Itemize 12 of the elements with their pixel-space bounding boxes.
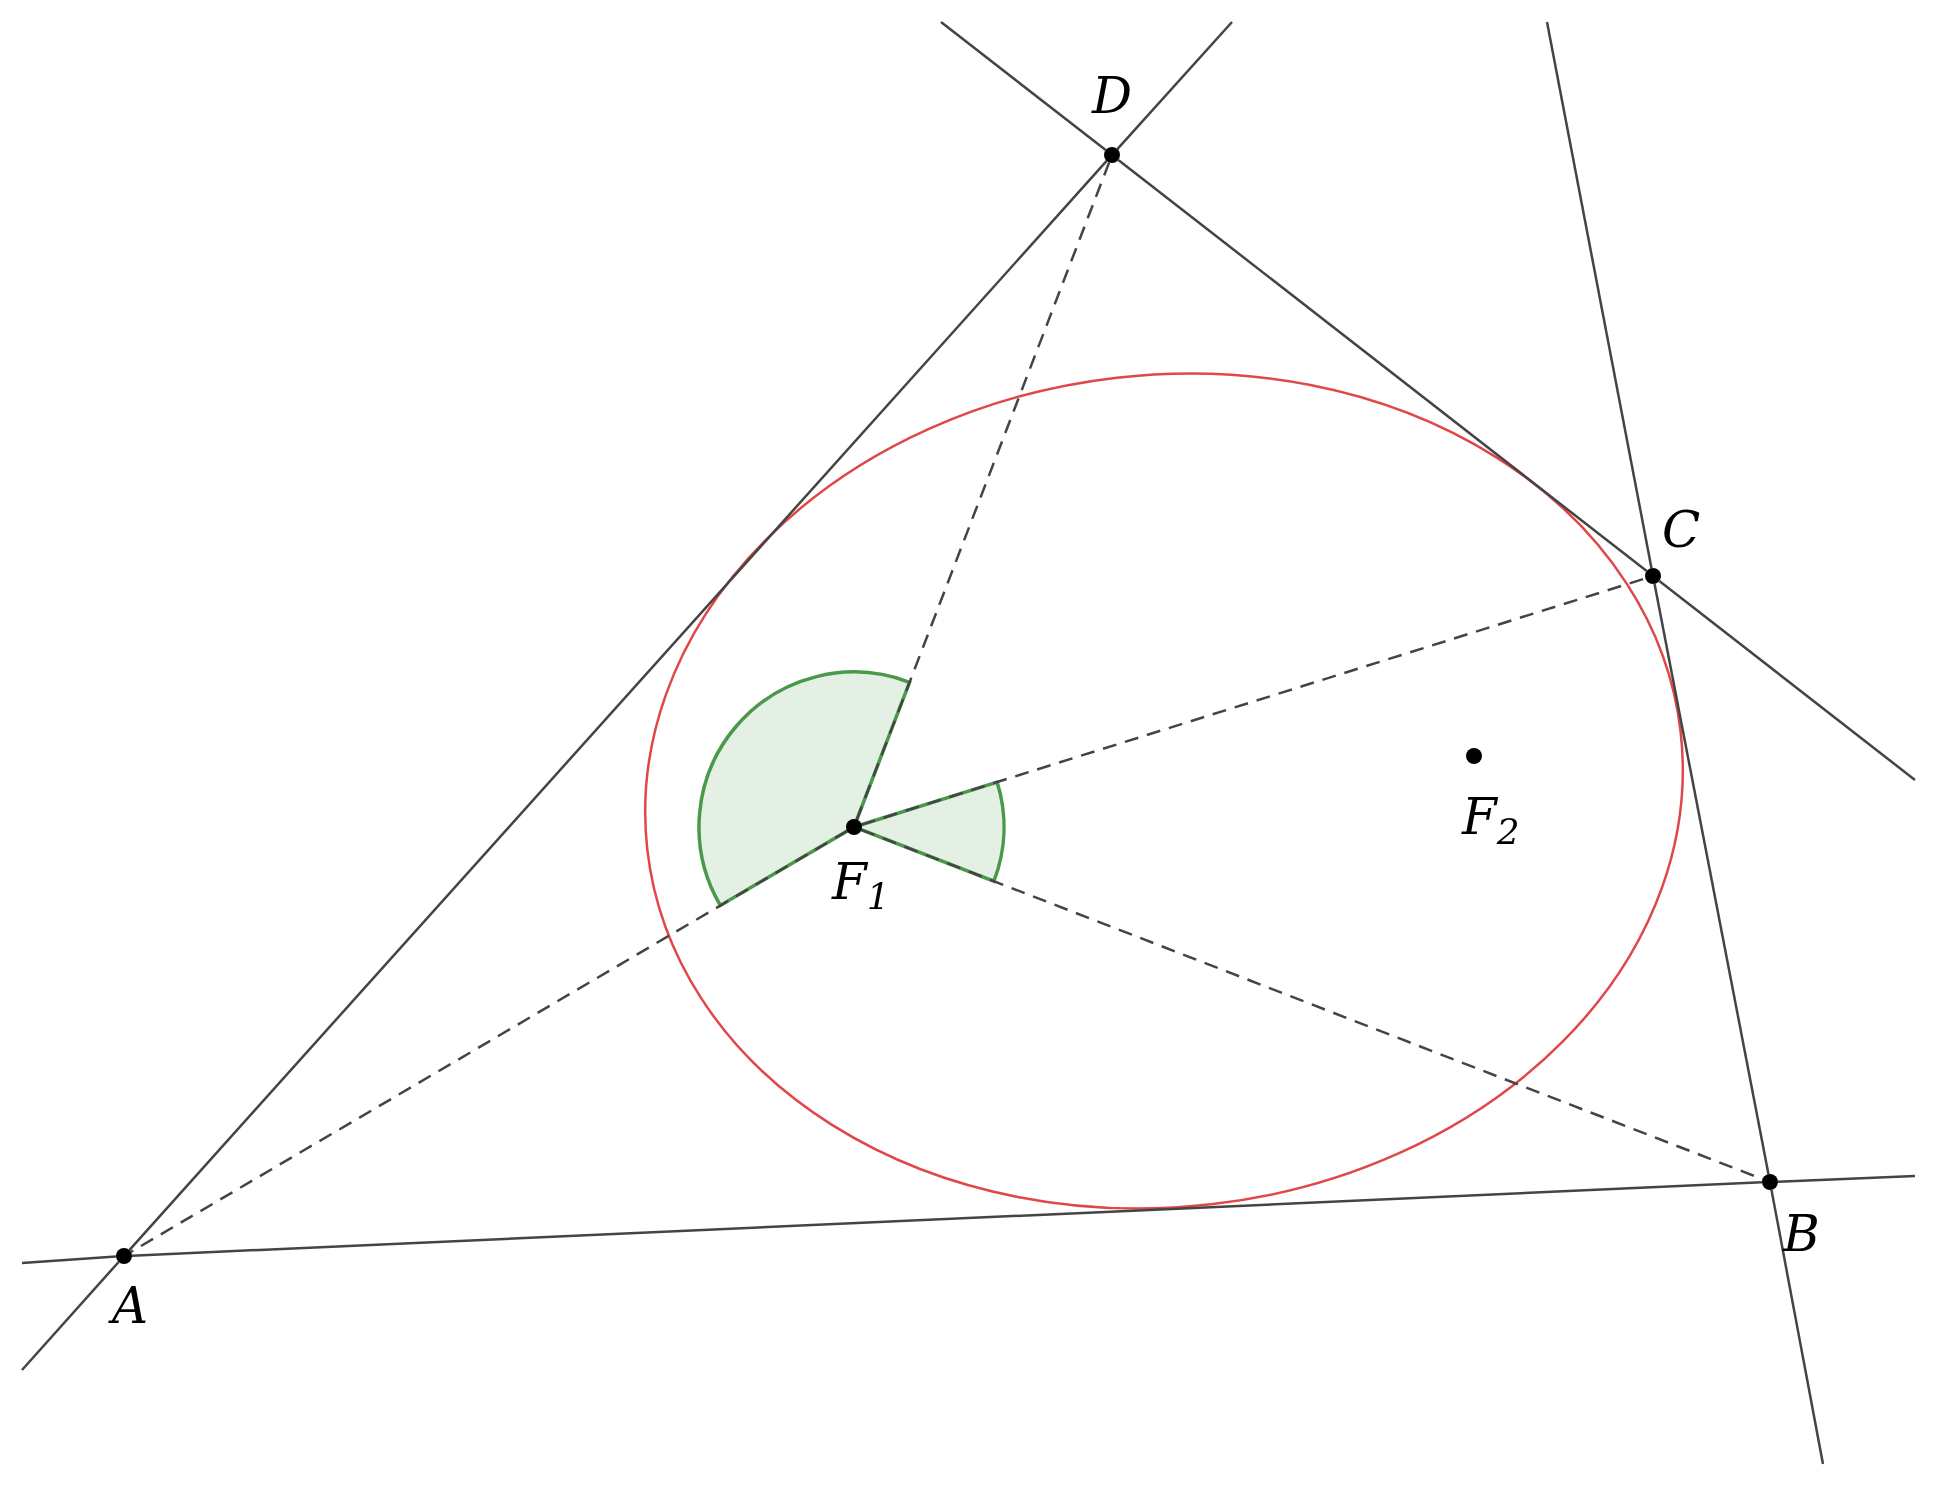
dashed-line (861, 577, 1646, 826)
line-segment (128, 160, 1108, 1251)
line-segment (1653, 583, 1770, 1175)
line-segment (131, 1181, 1763, 1257)
dashed-line (855, 162, 1111, 820)
line-segment (1117, 158, 1648, 573)
dashed-line (130, 829, 848, 1254)
point-label: C (1662, 500, 1701, 560)
point-label: F$_{1}$ (832, 852, 890, 919)
point-label: F$_{2}$ (1462, 787, 1520, 854)
point-label: D (1092, 66, 1133, 126)
point-label: B (1783, 1204, 1820, 1264)
